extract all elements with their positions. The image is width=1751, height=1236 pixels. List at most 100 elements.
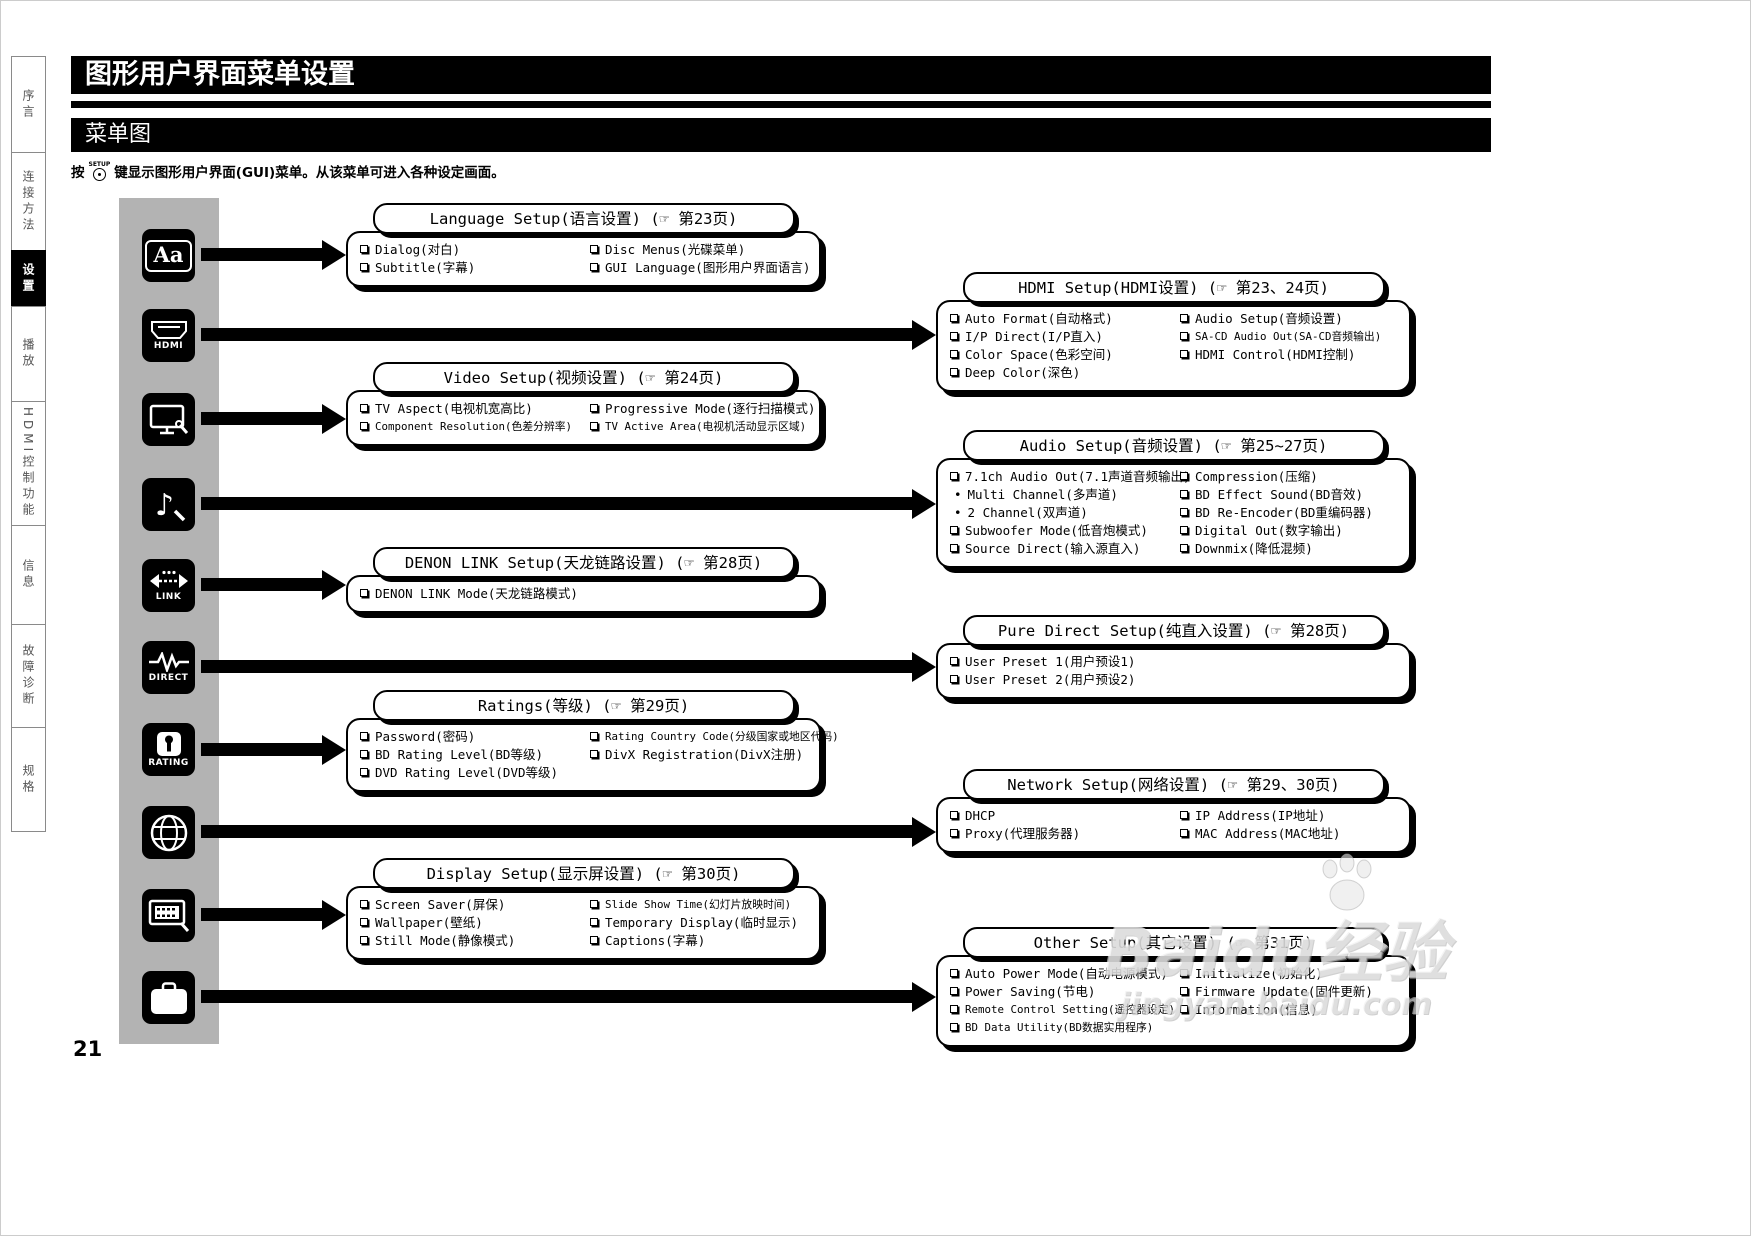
menu-item-label: 2 Channel(双声道) — [967, 505, 1088, 520]
checkbox-icon — [950, 544, 958, 552]
arrow-ratings — [201, 743, 322, 756]
menu-item: DENON LINK Mode(天龙链路模式) — [360, 585, 590, 603]
pure-direct-setup-icon: DIRECT — [142, 641, 195, 694]
menu-item: MAC Address(MAC地址) — [1180, 825, 1401, 843]
menu-item-label: Password(密码) — [375, 729, 476, 744]
menu-item: Deep Color(深色) — [950, 364, 1180, 382]
page-reference: (☞ 第23页) — [650, 210, 738, 228]
box-title-text: Video Setup(视频设置) — [443, 369, 627, 387]
menu-item-label: Subwoofer Mode(低音炮模式) — [965, 523, 1148, 538]
box-body: Screen Saver(屏保)Wallpaper(壁纸)Still Mode(… — [346, 886, 821, 960]
box-column: Progressive Mode(逐行扫描模式)TV Active Area(电… — [590, 400, 815, 436]
box-title-text: Display Setup(显示屏设置) — [426, 865, 645, 883]
aa-glyph: Aa — [144, 239, 193, 272]
ratings-icon: RATING — [142, 723, 195, 776]
page-reference: (☞ 第30页) — [653, 865, 741, 883]
page-reference: (☞ 第23、24页) — [1207, 279, 1329, 297]
waveform-icon — [148, 652, 189, 672]
box-body: Password(密码)BD Rating Level(BD等级)DVD Rat… — [346, 718, 839, 792]
audio-setup-icon: ♪ — [142, 478, 195, 531]
menu-item: Subtitle(字幕) — [360, 259, 590, 277]
menu-item-label: IP Address(IP地址) — [1195, 808, 1326, 823]
checkbox-icon — [360, 900, 368, 908]
key-lock-icon — [156, 732, 181, 756]
box-title: Pure Direct Setup(纯直入设置) (☞ 第28页) — [962, 615, 1385, 646]
menu-item: Temporary Display(临时显示) — [590, 914, 811, 932]
menu-item: Dialog(对白) — [360, 241, 590, 259]
globe-icon — [150, 814, 187, 851]
menu-item-label: Progressive Mode(逐行扫描模式) — [605, 401, 816, 416]
checkbox-icon — [950, 987, 958, 995]
box-body: Auto Power Mode(自动电源模式)Power Saving(节电)R… — [936, 955, 1411, 1047]
checkbox-icon — [360, 918, 368, 926]
menu-item-label: Compression(压缩) — [1195, 469, 1318, 484]
language-setup-icon: Aa — [142, 229, 195, 282]
arrow-network-setup — [201, 825, 912, 838]
menu-item: User Preset 1(用户预设1) — [950, 653, 1180, 671]
box-title-text: Ratings(等级) — [477, 697, 593, 715]
menu-item-label: DVD Rating Level(DVD等级) — [375, 765, 559, 780]
box-column: Disc Menus(光碟菜单) GUI Language(图形用户界面语言) — [590, 241, 811, 277]
paw-print-icon — [1322, 853, 1372, 911]
checkbox-icon — [950, 675, 958, 683]
menu-item-label: Dialog(对白) — [375, 242, 461, 257]
checkbox-icon — [1180, 490, 1188, 498]
box-title-text: Pure Direct Setup(纯直入设置) — [997, 622, 1253, 640]
sidebar-tab-playback: 播放 — [11, 306, 46, 402]
box-column: Slide Show Time(幻灯片放映时间)Temporary Displa… — [590, 896, 811, 950]
box-body: 7.1ch Audio Out(7.1声道音频输出)•Multi Channel… — [936, 458, 1411, 568]
menu-item-label: BD Data Utility(BD数据实用程序) — [965, 1021, 1154, 1034]
menu-item: Proxy(代理服务器) — [950, 825, 1180, 843]
title-divider — [71, 101, 1491, 108]
menu-item-label: Disc Menus(光碟菜单) — [605, 242, 746, 257]
box-title: Display Setup(显示屏设置) (☞ 第30页) — [372, 858, 795, 889]
box-title-text: Audio Setup(音频设置) — [1019, 437, 1203, 455]
checkbox-icon — [950, 526, 958, 534]
menu-item-label: Wallpaper(壁纸) — [375, 915, 483, 930]
box-title: Language Setup(语言设置) (☞ 第23页) — [372, 203, 795, 234]
box-column: Auto Format(自动格式)I/P Direct(I/P直入)Color … — [950, 310, 1180, 382]
menu-item: TV Aspect(电视机宽高比) — [360, 400, 590, 418]
menu-item: Information(信息) — [1180, 1001, 1401, 1019]
menu-item-label: DENON LINK Mode(天龙链路模式) — [375, 586, 578, 601]
menu-item-label: GUI Language(图形用户界面语言) — [605, 260, 811, 275]
menu-item-label: Temporary Display(临时显示) — [605, 915, 798, 930]
box-column: IP Address(IP地址) MAC Address(MAC地址) — [1180, 807, 1401, 843]
checkbox-icon — [950, 829, 958, 837]
checkbox-icon — [1180, 472, 1188, 480]
bullet-dot-icon: • — [954, 504, 962, 522]
checkbox-icon — [1180, 544, 1188, 552]
network-setup-icon — [142, 806, 195, 859]
menu-item-label: User Preset 2(用户预设2) — [965, 672, 1136, 687]
box-column: TV Aspect(电视机宽高比) Component Resolution(色差… — [360, 400, 590, 436]
box-title: Network Setup(网络设置) (☞ 第29、30页) — [962, 769, 1385, 800]
setup-key-label: SETUP — [88, 160, 111, 168]
menu-item-label: Component Resolution(色差分辨率) — [375, 420, 572, 433]
menu-item-label: HDMI Control(HDMI控制) — [1195, 347, 1356, 362]
intro-after: 键显示图形用户界面(GUI)菜单。从该菜单可进入各种设定画面。 — [114, 165, 505, 181]
checkbox-icon — [1180, 811, 1188, 819]
menu-item-label: Audio Setup(音频设置) — [1195, 311, 1343, 326]
menu-item: IP Address(IP地址) — [1180, 807, 1401, 825]
checkbox-icon — [1180, 1005, 1188, 1013]
box-column: Auto Power Mode(自动电源模式)Power Saving(节电)R… — [950, 965, 1180, 1037]
screen-film-wrench-icon — [148, 899, 189, 932]
box-column: Password(密码)BD Rating Level(BD等级)DVD Rat… — [360, 728, 590, 782]
sidebar-tab-hdmi-control: HDMI控制功能 — [11, 401, 46, 526]
menu-item: BD Re-Encoder(BD重编码器) — [1180, 504, 1401, 522]
menu-item: Still Mode(静像模式) — [360, 932, 590, 950]
arrow-denon-link-setup — [201, 578, 322, 591]
arrow-language-setup — [201, 248, 322, 261]
arrow-pure-direct-setup — [201, 660, 912, 673]
checkbox-icon — [1180, 332, 1188, 340]
direct-icon-label: DIRECT — [148, 673, 189, 683]
checkbox-icon — [590, 422, 598, 430]
checkbox-icon — [360, 936, 368, 944]
menu-item-label: Deep Color(深色) — [965, 365, 1081, 380]
menu-box-ratings: Ratings(等级) (☞ 第29页) Password(密码)BD Rati… — [346, 690, 839, 792]
checkbox-icon — [1180, 987, 1188, 995]
intro-text: 按 SETUP 键显示图形用户界面(GUI)菜单。从该菜单可进入各种设定画面。 — [71, 161, 505, 181]
page-reference: (☞ 第31页) — [1226, 934, 1314, 952]
checkbox-icon — [590, 263, 598, 271]
